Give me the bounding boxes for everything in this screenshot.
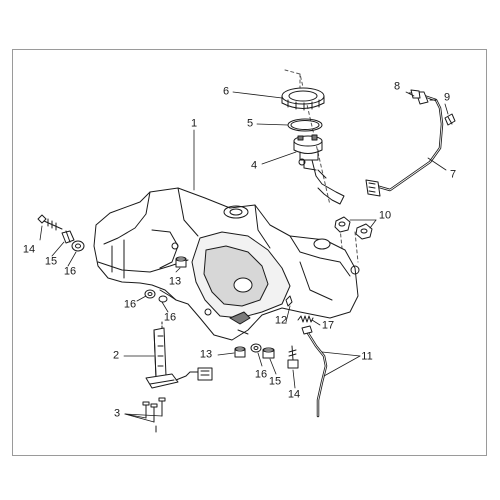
- rubber-grommets: [334, 216, 373, 240]
- callout-11: 11: [361, 350, 373, 363]
- mounting-bolt-left: [37, 214, 63, 231]
- bush-upper: [175, 256, 187, 268]
- callout-9: 9: [443, 91, 451, 104]
- callout-15-right: 15: [268, 375, 282, 388]
- callout-6: 6: [222, 85, 230, 98]
- callout-14-left: 14: [22, 243, 36, 256]
- callout-16-center: 16: [123, 298, 137, 311]
- fuel-level-sender: [145, 319, 213, 389]
- callout-13-lower: 13: [199, 348, 213, 361]
- fuel-tank: [93, 187, 360, 341]
- tank-grommet: [158, 295, 168, 303]
- spring: [297, 315, 314, 323]
- callout-16-left: 16: [63, 265, 77, 278]
- fuel-hose: [365, 91, 444, 197]
- callout-2: 2: [112, 349, 120, 362]
- rubber-mount-center: [144, 289, 156, 299]
- leader-lines: [39, 91, 449, 423]
- mounting-bolt-right: [287, 345, 299, 369]
- callout-10: 10: [378, 209, 392, 222]
- callout-12: 12: [274, 314, 288, 327]
- callout-17: 17: [321, 319, 335, 332]
- callout-15-left: 15: [44, 255, 58, 268]
- bush-lower: [234, 346, 246, 358]
- callout-13-upper: 13: [168, 275, 182, 288]
- callout-8: 8: [393, 80, 401, 93]
- rubber-mount-right: [250, 343, 262, 353]
- seal-ring: [287, 118, 323, 132]
- pin: [285, 295, 293, 307]
- callout-5: 5: [246, 117, 254, 130]
- fuel-pump: [293, 134, 345, 205]
- callout-16-lower: 16: [163, 311, 177, 324]
- callout-1: 1: [190, 117, 198, 130]
- callout-7: 7: [449, 168, 457, 181]
- callout-3: 3: [113, 407, 121, 420]
- spacer-left: [61, 230, 75, 244]
- callout-14-right: 14: [287, 388, 301, 401]
- callout-4: 4: [250, 159, 258, 172]
- rubber-mount-left: [71, 240, 85, 252]
- lock-ring: [281, 87, 325, 111]
- spacer-right: [262, 347, 275, 359]
- callout-16-right: 16: [254, 368, 268, 381]
- connector-clip: [444, 113, 456, 126]
- breather-hose: [301, 325, 328, 418]
